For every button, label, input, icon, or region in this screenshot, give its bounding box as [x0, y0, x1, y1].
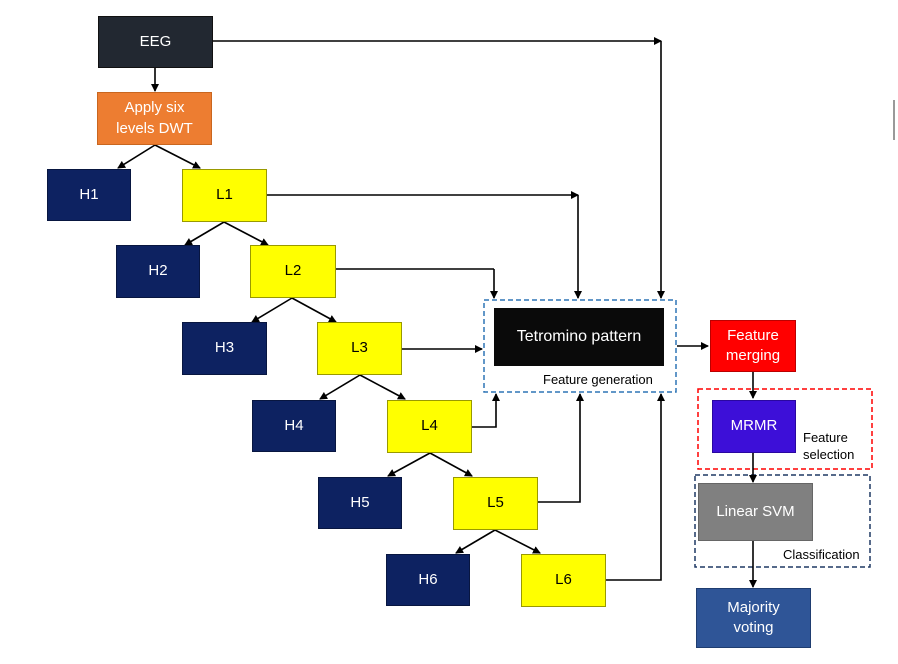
edge-l3-h4	[319, 374, 361, 400]
edge-l2-h3	[251, 297, 293, 323]
dwt-box: Apply six levels DWT	[97, 92, 212, 145]
dwt-line-2: levels DWT	[116, 119, 193, 137]
h4-box: H4	[252, 400, 336, 452]
h2-box: H2	[116, 245, 200, 298]
edge-l1-h2	[184, 221, 225, 246]
dwt-line-1: Apply six	[124, 99, 185, 117]
feature-merging-box: Feature merging	[710, 320, 796, 372]
edge-l5-h6	[455, 529, 496, 554]
l5-box: L5	[453, 477, 538, 530]
feature-selection-group	[697, 388, 873, 470]
eeg-box: EEG	[98, 16, 213, 68]
edge-l6-tetromino	[606, 393, 665, 581]
classification-group	[694, 474, 871, 568]
edge-l4-tetromino	[472, 393, 500, 428]
majority-voting-box: Majority voting	[696, 588, 811, 648]
h3-box: H3	[182, 322, 267, 375]
feature-selection-label: Feature selection	[803, 430, 854, 464]
feature-selection-line-1: Feature	[803, 430, 848, 445]
merging-line-2: merging	[725, 347, 781, 364]
edge-l4-h5	[387, 452, 431, 477]
edge-l4-l5	[429, 452, 473, 477]
voting-line-1: Majority	[727, 598, 780, 616]
edge-l2-l3	[291, 297, 337, 323]
voting-line-2: voting	[733, 619, 774, 636]
mrmr-box: MRMR	[712, 400, 796, 453]
linear-svm-box: Linear SVM	[698, 483, 813, 541]
h5-box: H5	[318, 477, 402, 529]
edge-dwt-l1	[154, 144, 201, 169]
feature-generation-label: Feature generation	[543, 372, 653, 387]
feature-generation-group	[483, 299, 677, 393]
l6-box: L6	[521, 554, 606, 607]
classification-label: Classification	[783, 547, 860, 562]
edge-dwt-h1	[117, 144, 156, 169]
edge-l5-l6	[494, 529, 541, 554]
merging-line-1: Feature	[727, 326, 779, 344]
h1-box: H1	[47, 169, 131, 221]
l3-box: L3	[317, 322, 402, 375]
h6-box: H6	[386, 554, 470, 606]
edge-l3-l4	[359, 374, 406, 400]
feature-selection-line-2: selection	[803, 446, 855, 462]
edge-l5-tetromino	[538, 393, 584, 503]
l1-box: L1	[182, 169, 267, 222]
l2-box: L2	[250, 245, 336, 298]
tetromino-box: Tetromino pattern	[494, 308, 664, 366]
l4-box: L4	[387, 400, 472, 453]
edge-l1-l2	[223, 221, 269, 246]
